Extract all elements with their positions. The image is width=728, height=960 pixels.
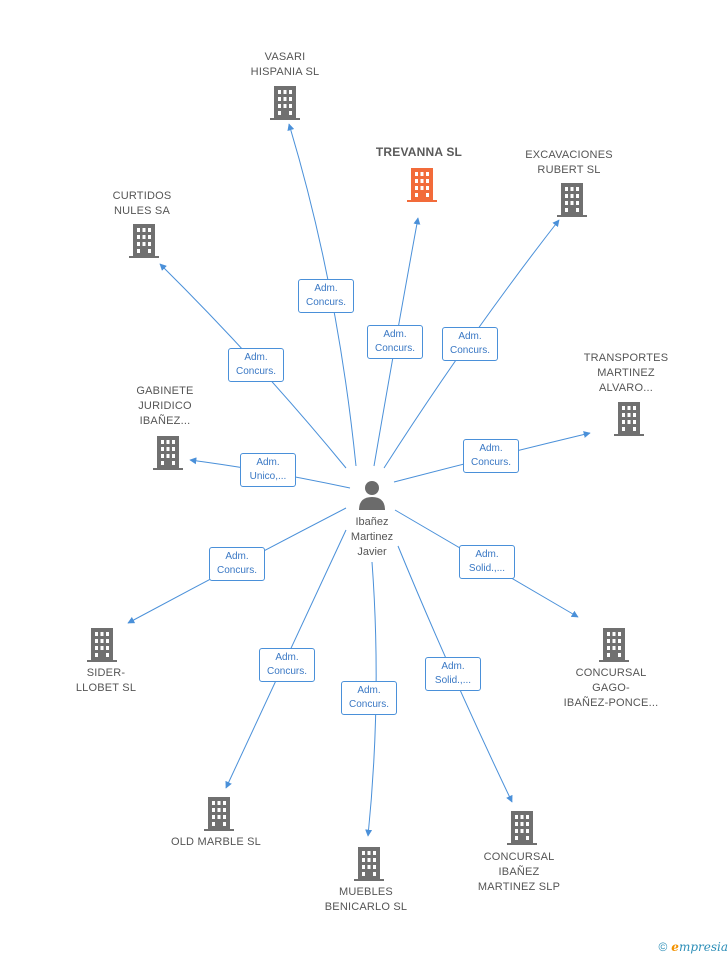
- company-name-vasari[interactable]: VASARI HISPANIA SL: [215, 50, 355, 80]
- person-icon[interactable]: [359, 481, 385, 510]
- company-name-line: LLOBET SL: [75, 682, 137, 694]
- edge-label-muebles[interactable]: Adm. Concurs.: [341, 681, 397, 715]
- edge-label-concursal_gago[interactable]: Adm. Solid.,...: [459, 545, 515, 579]
- company-name-transportes[interactable]: TRANSPORTES MARTINEZ ALVARO...: [556, 351, 696, 396]
- company-name-muebles[interactable]: MUEBLES BENICARLO SL: [296, 885, 436, 915]
- company-name-line: TRANSPORTES: [583, 352, 669, 364]
- nodes-layer: [87, 86, 644, 881]
- company-name-line: MUEBLES: [339, 886, 393, 898]
- edge-label-concursal_ibanez[interactable]: Adm. Solid.,...: [425, 657, 481, 691]
- edge-label-curtidos[interactable]: Adm. Concurs.: [228, 348, 284, 382]
- edge-label-line: Adm.: [441, 661, 465, 672]
- brand-logo-e: e: [671, 940, 679, 954]
- building-icon[interactable]: [204, 797, 234, 831]
- company-name-line: CONCURSAL: [575, 667, 647, 679]
- company-name-line: ALVARO...: [599, 382, 653, 394]
- building-icon[interactable]: [407, 168, 437, 202]
- company-name-line: OLD MARBLE SL: [170, 836, 262, 848]
- company-name-trevanna[interactable]: TREVANNA SL: [349, 145, 489, 160]
- company-name-line: IBAÑEZ...: [139, 415, 191, 427]
- edge-label-excavaciones[interactable]: Adm. Concurs.: [442, 327, 498, 361]
- company-name-concursal_gago[interactable]: CONCURSAL GAGO- IBAÑEZ-PONCE...: [541, 666, 681, 711]
- company-name-line: MARTINEZ: [597, 367, 655, 379]
- edge-label-line: Solid.,...: [434, 675, 472, 686]
- building-icon[interactable]: [153, 436, 183, 470]
- company-name-line: SIDER-: [86, 667, 126, 679]
- edge-label-line: Adm.: [458, 331, 482, 342]
- company-name-sider[interactable]: SIDER- LLOBET SL: [36, 666, 176, 696]
- edge-label-line: Concurs.: [305, 297, 346, 308]
- edge-label-line: Concurs.: [374, 343, 415, 354]
- company-name-line: CONCURSAL: [483, 851, 555, 863]
- company-name-line: EXCAVACIONES: [525, 149, 613, 161]
- edge-label-line: Concurs.: [470, 457, 511, 468]
- edge-label-line: Solid.,...: [468, 563, 506, 574]
- brand-logo-text: mpresia: [678, 940, 728, 954]
- company-name-line: NULES SA: [113, 205, 170, 217]
- edge-label-old_marble[interactable]: Adm. Concurs.: [259, 648, 315, 682]
- company-name-line: TREVANNA SL: [375, 145, 463, 159]
- edge-label-line: Adm.: [275, 652, 299, 663]
- edge-label-line: Concurs.: [449, 345, 490, 356]
- company-name-line: IBAÑEZ: [498, 866, 540, 878]
- edge-label-line: Concurs.: [266, 666, 307, 677]
- edge-label-line: Adm.: [244, 352, 268, 363]
- building-icon[interactable]: [507, 811, 537, 845]
- company-name-line: MARTINEZ SLP: [477, 881, 561, 893]
- edge-label-line: Adm.: [383, 329, 407, 340]
- edge-label-vasari[interactable]: Adm. Concurs.: [298, 279, 354, 313]
- edge-label-gabinete[interactable]: Adm. Unico,...: [240, 453, 296, 487]
- edge-label-line: Adm.: [225, 551, 249, 562]
- company-name-line: IBAÑEZ-PONCE...: [563, 697, 659, 709]
- edge-label-line: Adm.: [479, 443, 503, 454]
- person-name-line: Javier: [357, 546, 387, 558]
- edge-label-line: Concurs.: [348, 699, 389, 710]
- edge-label-line: Adm.: [256, 457, 280, 468]
- edge-label-line: Adm.: [357, 685, 381, 696]
- building-icon[interactable]: [354, 847, 384, 881]
- edge-label-sider[interactable]: Adm. Concurs.: [209, 547, 265, 581]
- company-name-line: HISPANIA SL: [250, 66, 320, 78]
- person-name-line: Martinez: [350, 531, 394, 543]
- edges-layer: [127, 123, 591, 837]
- company-name-line: GAGO-: [592, 682, 630, 694]
- building-icon[interactable]: [614, 402, 644, 436]
- company-name-excavaciones[interactable]: EXCAVACIONES RUBERT SL: [499, 148, 639, 178]
- edge-label-trevanna[interactable]: Adm. Concurs.: [367, 325, 423, 359]
- edge-label-line: Concurs.: [235, 366, 276, 377]
- edge-label-line: Adm.: [314, 283, 338, 294]
- copyright-symbol: ©: [658, 940, 668, 954]
- edge-label-line: Concurs.: [216, 565, 257, 576]
- company-name-line: CURTIDOS: [112, 190, 172, 202]
- person-name-line: Ibañez: [355, 516, 389, 528]
- building-icon[interactable]: [557, 183, 587, 217]
- company-name-line: VASARI: [264, 51, 306, 63]
- edge-label-line: Unico,...: [249, 471, 287, 482]
- empresia-brand[interactable]: ©empresia: [658, 940, 728, 954]
- company-name-line: RUBERT SL: [537, 164, 601, 176]
- building-icon[interactable]: [270, 86, 300, 120]
- building-icon[interactable]: [87, 628, 117, 662]
- building-icon[interactable]: [599, 628, 629, 662]
- company-name-old_marble[interactable]: OLD MARBLE SL: [146, 835, 286, 850]
- company-name-concursal_ibanez[interactable]: CONCURSAL IBAÑEZ MARTINEZ SLP: [449, 850, 589, 895]
- company-name-line: BENICARLO SL: [324, 901, 408, 913]
- company-name-line: JURIDICO: [138, 400, 192, 412]
- company-name-curtidos[interactable]: CURTIDOS NULES SA: [72, 189, 212, 219]
- building-icon[interactable]: [129, 224, 159, 258]
- edge-label-transportes[interactable]: Adm. Concurs.: [463, 439, 519, 473]
- company-name-gabinete[interactable]: GABINETE JURIDICO IBAÑEZ...: [95, 384, 235, 429]
- company-name-line: GABINETE: [136, 385, 194, 397]
- edge-label-line: Adm.: [475, 549, 499, 560]
